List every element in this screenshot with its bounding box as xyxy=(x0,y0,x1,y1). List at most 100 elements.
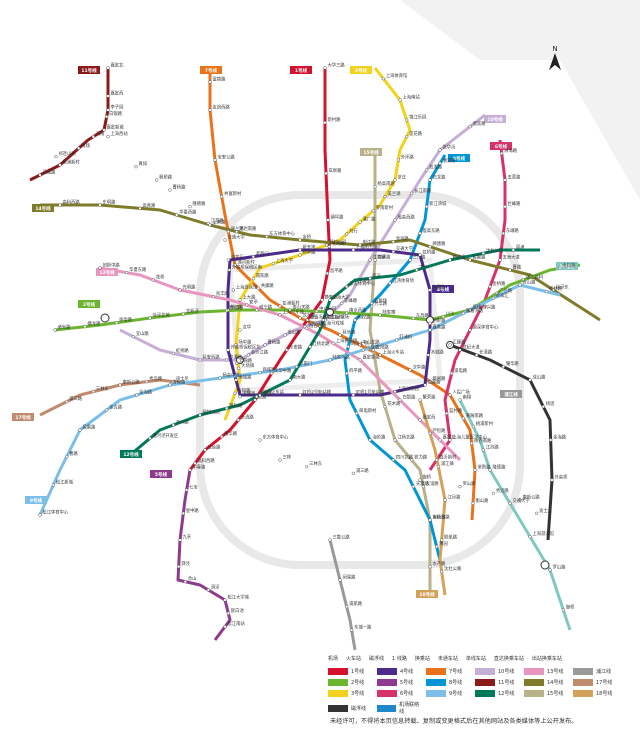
station-dot[interactable] xyxy=(561,608,565,612)
station-dot[interactable] xyxy=(320,298,324,302)
station-dot[interactable] xyxy=(226,230,230,234)
station-dot[interactable] xyxy=(188,468,192,472)
station-dot[interactable] xyxy=(373,185,377,189)
station-dot[interactable] xyxy=(324,171,328,175)
station-dot[interactable] xyxy=(491,491,495,495)
station-dot[interactable] xyxy=(370,301,374,305)
station-dot[interactable] xyxy=(102,128,106,132)
station-dot[interactable] xyxy=(508,268,512,272)
station-dot[interactable] xyxy=(181,312,185,316)
station-dot[interactable] xyxy=(263,343,267,347)
station-label[interactable]: 金吉路 xyxy=(109,404,123,411)
station-label[interactable]: 成山路 xyxy=(533,374,547,381)
station-dot[interactable] xyxy=(305,326,309,330)
station-dot[interactable] xyxy=(411,316,415,320)
station-label[interactable]: 中春路 xyxy=(193,464,207,471)
station-dot[interactable] xyxy=(278,304,282,308)
station-dot[interactable] xyxy=(381,77,385,81)
station-label[interactable]: 徐泾北城 xyxy=(153,312,171,319)
station-dot[interactable] xyxy=(225,309,229,313)
station-label[interactable]: 高青路 xyxy=(143,202,157,209)
station-label[interactable]: 曹路 xyxy=(69,450,78,457)
station-label[interactable]: 蟠龙路 xyxy=(88,320,102,327)
station-label[interactable]: 宋园路 xyxy=(433,284,447,291)
station-dot[interactable] xyxy=(393,438,397,442)
station-dot[interactable] xyxy=(225,406,229,410)
station-label[interactable]: 五莲路 xyxy=(508,174,522,181)
station-label[interactable]: 博兴路 xyxy=(483,304,497,311)
station-dot[interactable] xyxy=(396,158,400,162)
station-label[interactable]: 石龙路 xyxy=(433,174,447,181)
station-dot[interactable] xyxy=(415,268,419,272)
station-label[interactable]: 上海大学 xyxy=(276,257,294,264)
station-label[interactable]: 伊犁路 xyxy=(433,317,447,324)
station-dot[interactable] xyxy=(178,538,182,542)
station-label[interactable]: 曹路 xyxy=(513,264,522,271)
station-label[interactable]: 虹桥2号航站楼 xyxy=(303,389,332,396)
station-dot[interactable] xyxy=(106,108,110,112)
station-dot[interactable] xyxy=(118,383,122,387)
station-label[interactable]: 云台路 xyxy=(208,444,222,451)
station-dot[interactable] xyxy=(91,390,95,394)
station-label[interactable]: 铁力路 xyxy=(414,454,428,461)
station-label[interactable]: 豫园 xyxy=(439,540,448,547)
station-label[interactable]: 四平路 xyxy=(349,367,363,374)
station-dot[interactable] xyxy=(558,266,562,270)
station-dot[interactable] xyxy=(391,240,395,244)
station-label[interactable]: 灵岩南路 xyxy=(239,225,257,232)
station-dot[interactable] xyxy=(51,483,55,487)
station-dot[interactable] xyxy=(541,405,545,409)
station-dot[interactable] xyxy=(98,203,102,207)
station-dot[interactable] xyxy=(256,286,260,290)
station-label[interactable]: 肇嘉浜路 xyxy=(466,307,484,314)
station-dot[interactable] xyxy=(481,251,485,255)
station-label[interactable]: 场中路 xyxy=(239,339,253,346)
station-dot[interactable] xyxy=(255,308,259,312)
station-dot[interactable] xyxy=(448,258,452,262)
station-label[interactable]: 行知路 xyxy=(238,387,252,394)
station-dot[interactable] xyxy=(218,376,222,380)
station-dot[interactable] xyxy=(521,278,525,282)
station-dot[interactable] xyxy=(148,436,152,440)
station-label[interactable]: 康新公路 xyxy=(123,379,141,386)
station-label[interactable]: 长清路 xyxy=(479,349,493,356)
station-label[interactable]: 广兰路 xyxy=(499,287,513,294)
station-dot[interactable] xyxy=(106,66,110,70)
station-dot[interactable] xyxy=(410,191,414,195)
station-label[interactable]: 上海汽车城 xyxy=(283,309,305,316)
station-label[interactable]: 外高桥 xyxy=(555,474,569,481)
station-label[interactable]: 南京东路 xyxy=(433,514,451,521)
station-label[interactable]: 张华浜 xyxy=(443,144,457,151)
station-label[interactable]: 东方体育中心 xyxy=(269,230,295,237)
station-label[interactable]: 后滩 xyxy=(258,394,267,401)
station-dot[interactable] xyxy=(138,206,142,210)
station-label[interactable]: 虹桥路 xyxy=(176,347,190,354)
station-label[interactable]: 秀沿路 xyxy=(149,375,163,382)
station-dot[interactable] xyxy=(468,308,472,312)
station-label[interactable]: 外高桥保税区南 xyxy=(232,264,263,271)
station-dot[interactable] xyxy=(423,383,427,387)
station-dot[interactable] xyxy=(134,165,138,169)
station-dot[interactable] xyxy=(368,276,372,280)
station-dot[interactable] xyxy=(38,513,42,517)
station-dot[interactable] xyxy=(425,168,429,172)
station-dot[interactable] xyxy=(315,309,319,313)
station-label[interactable]: 金沙江路 xyxy=(251,349,269,356)
station-dot[interactable] xyxy=(495,291,499,295)
station-label[interactable]: 佘山 xyxy=(188,575,197,582)
station-label[interactable]: 马当路 xyxy=(366,344,380,351)
station-label[interactable]: 莲花路 xyxy=(409,130,423,137)
station-label[interactable]: 上海西站 xyxy=(111,130,129,137)
station-label[interactable]: 闵瑞路 xyxy=(343,574,357,581)
station-label[interactable]: 中山公园 xyxy=(319,305,336,312)
station-label[interactable]: 民雷路 xyxy=(473,254,487,261)
station-label[interactable]: 云锦路 xyxy=(239,357,253,364)
station-dot[interactable] xyxy=(428,288,432,292)
station-label[interactable]: 泗泾 xyxy=(181,560,190,567)
station-dot[interactable] xyxy=(378,313,382,317)
station-label[interactable]: 桃浦新村 xyxy=(476,420,494,427)
station-label[interactable]: 长江南路 xyxy=(414,187,432,194)
station-label[interactable]: 长清路 xyxy=(241,414,255,421)
station-label[interactable]: 杨高中路 xyxy=(223,372,241,379)
station-dot[interactable] xyxy=(518,283,522,287)
